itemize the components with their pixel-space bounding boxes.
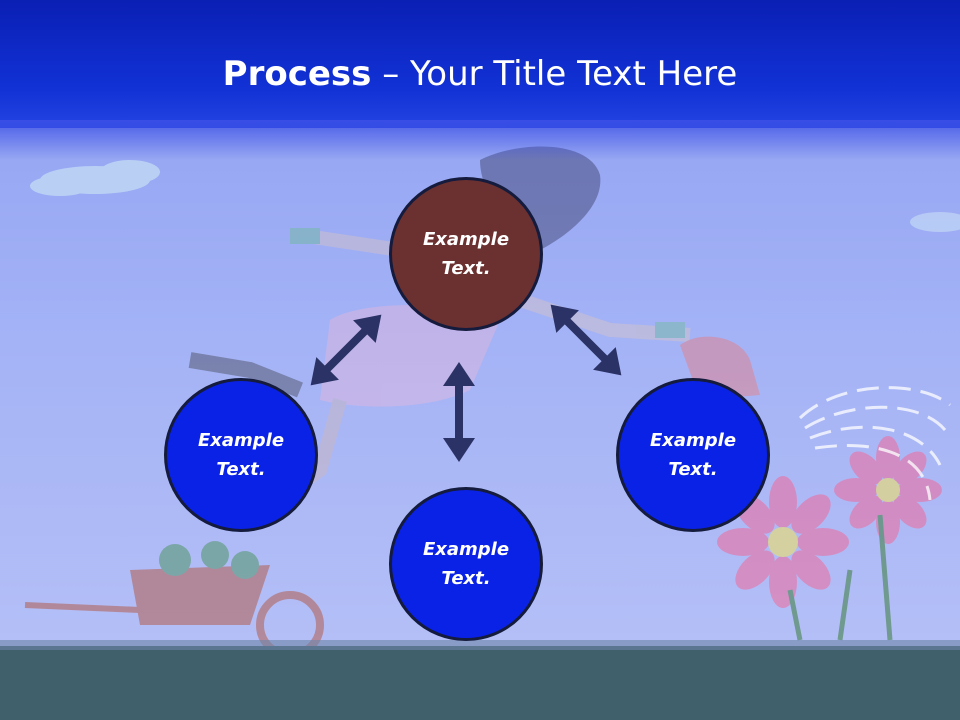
double-arrow-down	[443, 362, 475, 462]
cloud-shape	[910, 212, 960, 232]
process-node-bottom: Example Text.	[389, 487, 543, 641]
title-bar	[0, 0, 960, 128]
double-arrow-right	[550, 304, 622, 376]
center-process-node: Example Text.	[389, 177, 543, 331]
center-node-label: Example Text.	[422, 229, 510, 279]
grass-ground	[0, 646, 960, 720]
process-node-right: Example Text.	[616, 378, 770, 532]
water-spray-arcs	[798, 386, 951, 501]
slide-title-bold: Process	[222, 54, 372, 94]
bottom-node-label: Example Text.	[422, 539, 510, 589]
slide-title-separator: –	[371, 54, 411, 94]
slide-title: Process – Your Title Text Here	[0, 52, 960, 96]
cloud-shape	[30, 160, 160, 196]
right-node-label: Example Text.	[649, 430, 737, 480]
double-arrow-left	[310, 314, 382, 386]
left-node-label: Example Text.	[197, 430, 285, 480]
process-node-left: Example Text.	[164, 378, 318, 532]
slide-title-rest: Your Title Text Here	[410, 54, 738, 94]
flower-illustration	[717, 436, 942, 641]
title-bar-fade	[0, 120, 960, 160]
